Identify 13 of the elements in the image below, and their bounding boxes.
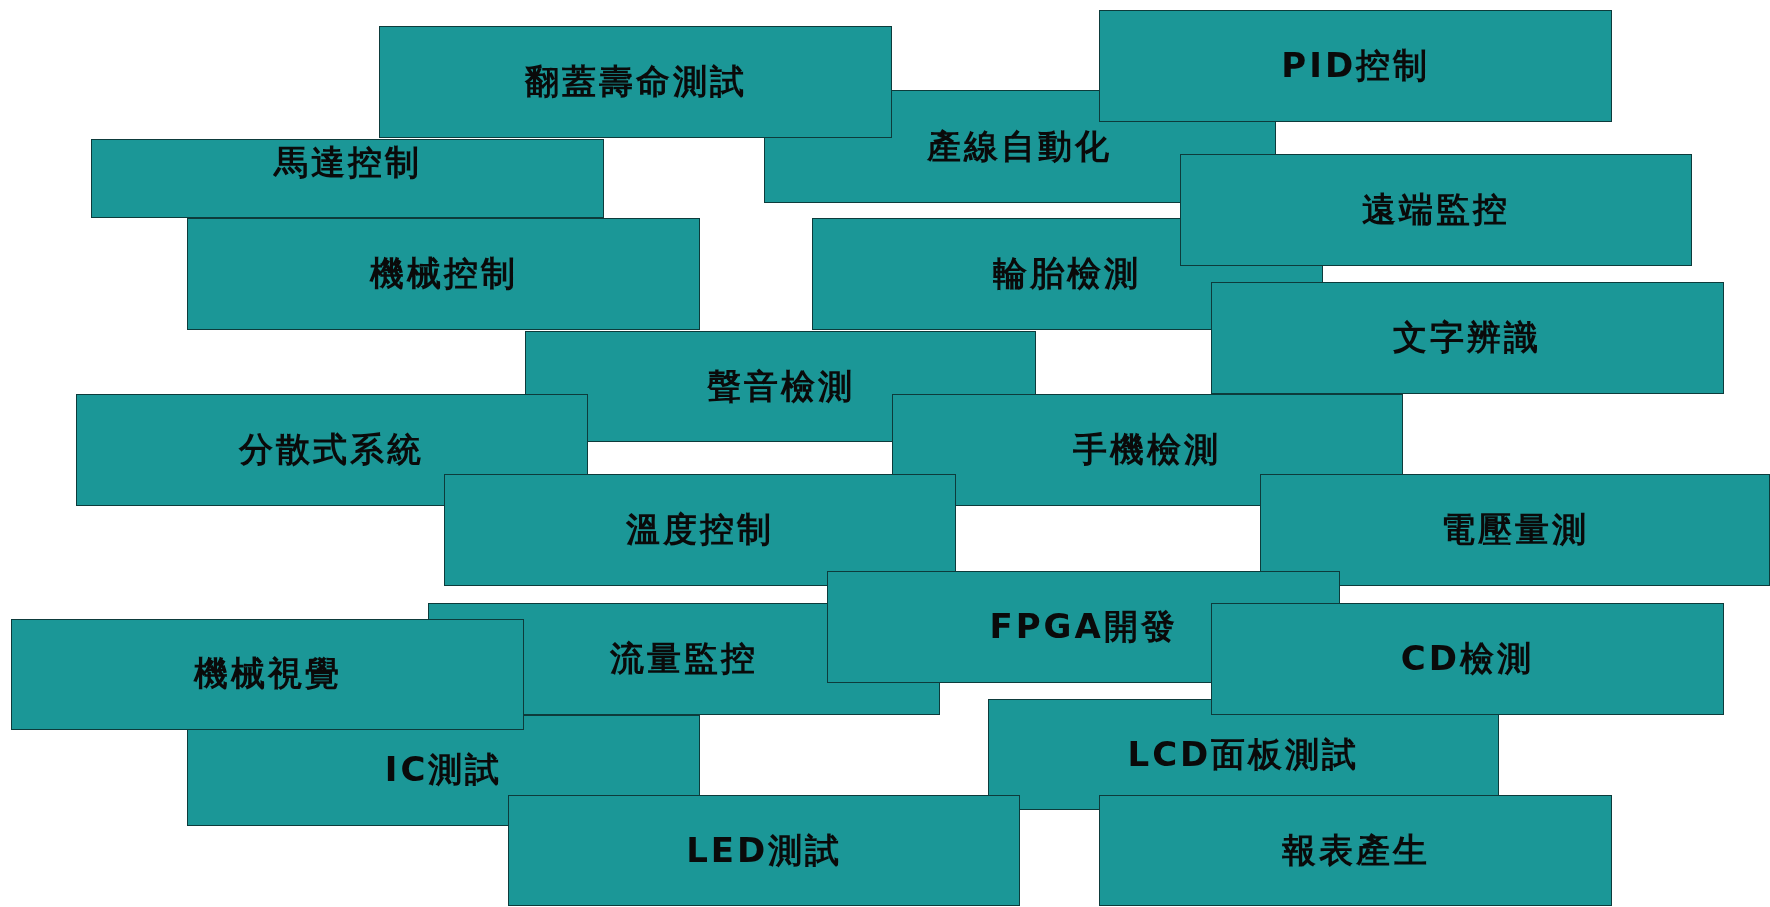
topic-box: CD檢測 <box>1211 602 1724 715</box>
topic-box: 分散式系統 <box>75 393 589 506</box>
topic-box: 機械控制 <box>187 217 700 330</box>
topic-box: 文字辨識 <box>1211 282 1724 394</box>
topic-box: LED測試 <box>507 794 1021 907</box>
topic-box: 報表產生 <box>1099 794 1612 907</box>
topic-box: 電壓量測 <box>1259 474 1770 586</box>
topic-box: 翻蓋壽命測試 <box>379 25 892 138</box>
topic-box: 機械視覺 <box>11 618 524 731</box>
topic-box: 馬達控制 <box>91 138 604 218</box>
topic-box: PID控制 <box>1099 10 1612 122</box>
topic-box: 遠端監控 <box>1179 153 1693 267</box>
topic-box: 溫度控制 <box>443 474 957 586</box>
